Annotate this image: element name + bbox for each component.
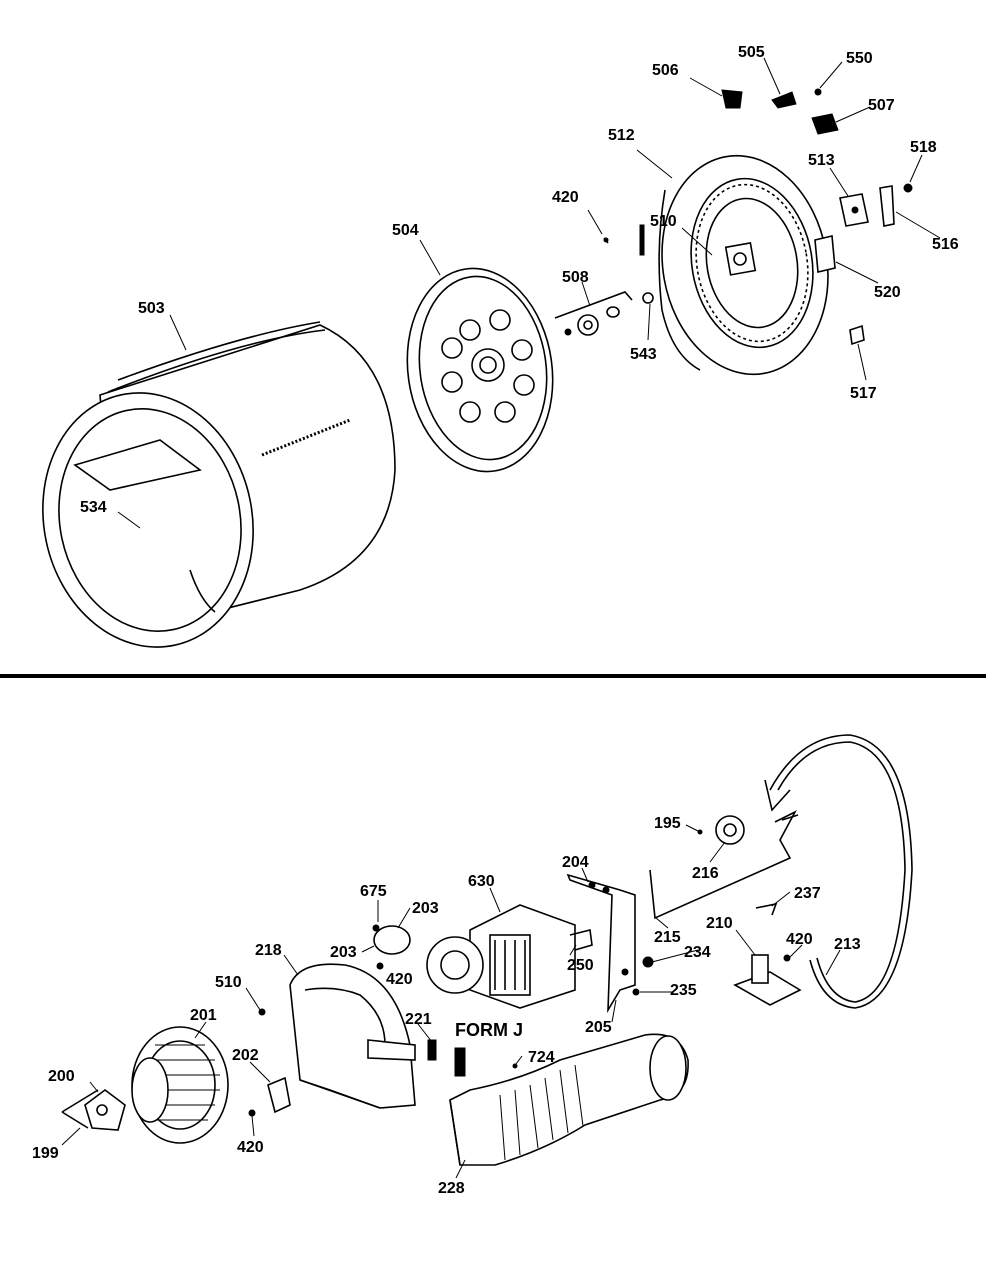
label-228: 228 (438, 1180, 465, 1197)
top-leader-lines (117, 57, 941, 529)
blower-wheel (131, 1026, 229, 1144)
label-510: 510 (650, 213, 677, 230)
label-507: 507 (868, 97, 895, 114)
label-543: 543 (630, 346, 657, 363)
label-505: 505 (738, 44, 765, 61)
label-534: 534 (80, 499, 107, 516)
rear-drum-head (406, 267, 554, 473)
centrifugal-switch (733, 954, 802, 1006)
label-503: 503 (138, 300, 165, 317)
label-512: 512 (608, 127, 635, 144)
motor-bracket (566, 873, 636, 1014)
label-205: 205 (585, 1019, 612, 1036)
motor-clip (372, 924, 411, 970)
label-201: 201 (190, 1007, 217, 1024)
form-label: FORM J (455, 1020, 523, 1040)
label-202: 202 (232, 1047, 259, 1064)
label-420-switch: 420 (786, 931, 813, 948)
label-218: 218 (255, 942, 282, 959)
label-724: 724 (528, 1049, 555, 1066)
drive-motor (426, 904, 593, 1009)
label-420: 420 (552, 189, 579, 206)
part-labels: 503 504 534 420 508 543 512 510 506 505 … (32, 44, 959, 1197)
label-199: 199 (32, 1145, 59, 1162)
label-675: 675 (360, 883, 387, 900)
label-517: 517 (850, 385, 877, 402)
blower-housing (289, 963, 416, 1109)
drive-belt (764, 734, 913, 1009)
label-420-blower: 420 (237, 1139, 264, 1156)
label-513: 513 (808, 152, 835, 169)
label-204: 204 (562, 854, 589, 871)
label-235: 235 (670, 982, 697, 999)
label-420-motor: 420 (386, 971, 413, 988)
label-237: 237 (794, 885, 821, 902)
exhaust-duct (427, 1033, 689, 1166)
label-221: 221 (405, 1011, 432, 1028)
label-203-top: 203 (412, 900, 439, 917)
label-210: 210 (706, 915, 733, 932)
idler-assembly (649, 810, 799, 920)
label-518: 518 (910, 139, 937, 156)
label-216: 216 (692, 865, 719, 882)
bearing-assembly (554, 237, 654, 336)
label-508: 508 (562, 269, 589, 286)
drum-part (42, 321, 396, 648)
label-234: 234 (684, 944, 711, 961)
label-195: 195 (654, 815, 681, 832)
wheel-bracket (61, 1089, 126, 1131)
blower-clip (248, 1008, 291, 1117)
label-213: 213 (834, 936, 861, 953)
rear-panel (639, 154, 836, 376)
small-hardware (721, 88, 913, 346)
label-550: 550 (846, 50, 873, 67)
label-203-left: 203 (330, 944, 357, 961)
label-200: 200 (48, 1068, 75, 1085)
bottom-leader-lines (61, 824, 841, 1179)
label-250: 250 (567, 957, 594, 974)
label-520: 520 (874, 284, 901, 301)
label-630: 630 (468, 873, 495, 890)
label-504: 504 (392, 222, 419, 239)
label-506: 506 (652, 62, 679, 79)
label-516: 516 (932, 236, 959, 253)
label-510-bottom: 510 (215, 974, 242, 991)
label-215: 215 (654, 929, 681, 946)
